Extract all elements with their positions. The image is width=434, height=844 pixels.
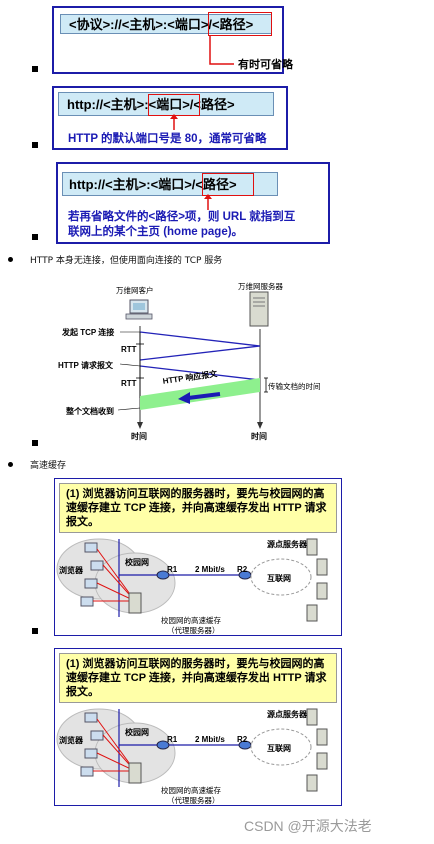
server-icon [249,291,269,327]
tcp-heading: HTTP 本身无连接，但使用面向连接的 TCP 服务 [30,256,223,266]
url-suffix: /<路径> [189,97,235,112]
url-prefix: http://<主机>:<端口> [69,177,192,192]
default-port-caption: HTTP 的默认端口号是 80，通常可省略 [68,133,267,145]
default-port-box: http://<主机>:<端口>/<路径> HTTP 的默认端口号是 80，通常… [52,86,288,150]
highlight-frame [208,12,272,36]
step-doc-received: 整个文档收到 [66,407,114,416]
proxy-server-label: （代理服务器） [167,626,220,635]
router-r2-label: R2 [237,735,248,744]
omit-note: 有时可省略 [238,59,293,71]
step-http-request: HTTP 请求报文 [58,361,113,370]
url-format-box: <协议>://<主机>:<端口>/<路径> 有时可省略 [52,6,293,74]
cache-panel: (1) 浏览器访问互联网的服务器时，要先与校园网的高速缓存建立 TCP 连接，并… [54,478,342,636]
cache-server-label: 校园网的高速缓存 [161,616,221,625]
campus-network-diagram [56,708,328,792]
bullet [32,142,38,148]
url-prefix: http://<主机>: [67,97,149,112]
omit-path-caption-1: 若再省略文件的<路径>项，则 URL 就指到互 [68,211,296,223]
watermark: CSDN @开源大法老 [244,818,372,834]
cache-heading: 高速缓存 [30,461,67,471]
router-r1-label: R1 [167,735,178,744]
bandwidth-label: 2 Mbit/s [195,735,225,744]
internet-label: 互联网 [267,574,291,583]
cache-note: (1) 浏览器访问互联网的服务器时，要先与校园网的高速缓存建立 TCP 连接，并… [59,653,337,703]
client-label: 万维网客户 [116,286,154,295]
bullet [32,628,38,634]
pointer-arrow [204,194,212,210]
tcp-timeline-diagram [117,291,269,429]
transfer-band [140,378,260,410]
browser-label: 浏览器 [59,736,83,745]
transfer-time-label: 传输文档的时间 [268,382,321,391]
campus-network-diagram [56,538,328,622]
campus-label: 校园网 [125,558,149,567]
time-label-right: 时间 [251,432,267,441]
origin-server-label: 源点服务器 [267,710,307,719]
campus-label: 校园网 [125,728,149,737]
bullet [32,66,38,72]
bullet [8,257,13,262]
browser-label: 浏览器 [59,566,83,575]
omit-path-caption-2: 联网上的某个主页 (home page)。 [68,226,244,238]
client-computer-icon [125,299,153,320]
bullet [32,234,38,240]
pointer-line [209,35,234,65]
rtt-label-2: RTT [121,379,137,388]
time-label-left: 时间 [131,432,147,441]
origin-server-label: 源点服务器 [267,540,307,549]
pointer-arrow [170,114,178,130]
bandwidth-label: 2 Mbit/s [195,565,225,574]
url-field: http://<主机>:<端口>/<路径> [58,92,274,116]
internet-label: 互联网 [267,744,291,753]
server-label: 万维网服务器 [238,282,283,291]
router-r2-label: R2 [237,565,248,574]
cache-server-label: 校园网的高速缓存 [161,786,221,795]
bullet [32,440,38,446]
omit-path-box: http://<主机>:<端口>/<路径> 若再省略文件的<路径>项，则 URL… [56,162,330,244]
rtt-label-1: RTT [121,345,137,354]
proxy-server-label: （代理服务器） [167,796,220,805]
step-tcp-connect: 发起 TCP 连接 [62,328,115,337]
bullet [8,462,13,467]
router-r1-label: R1 [167,565,178,574]
path-highlight-frame [202,173,254,196]
url-field: <协议>://<主机>:<端口>/<路径> [60,14,272,34]
cache-panel: (1) 浏览器访问互联网的服务器时，要先与校园网的高速缓存建立 TCP 连接，并… [54,648,342,806]
url-port: <端口> [148,97,190,112]
cache-note: (1) 浏览器访问互联网的服务器时，要先与校园网的高速缓存建立 TCP 连接，并… [59,483,337,533]
